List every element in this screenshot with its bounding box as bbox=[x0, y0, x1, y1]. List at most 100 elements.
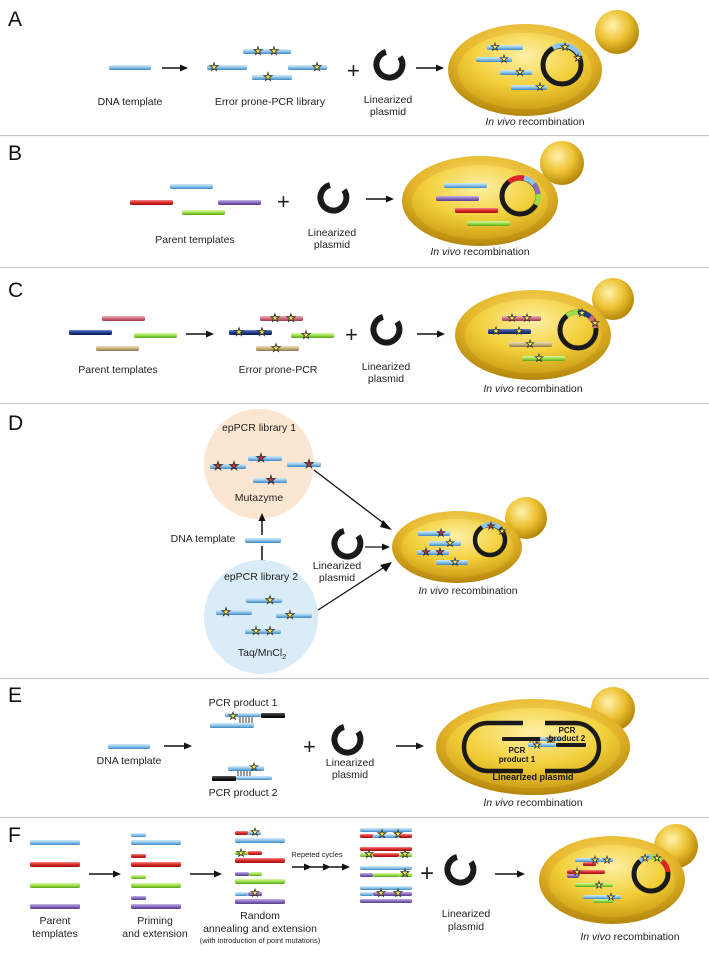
plus-sign: + bbox=[277, 189, 290, 214]
arrow-up-to-library1 bbox=[258, 513, 266, 535]
arrow-f4 bbox=[495, 870, 525, 878]
label-in-vivo-recombination-d: In vivo recombination bbox=[418, 585, 517, 597]
plus-sign: + bbox=[345, 322, 358, 347]
arrow-library2-to-yeast bbox=[317, 562, 392, 611]
label-pcr-product-1: PCR product 1 bbox=[209, 697, 278, 709]
label-random-3: (with introduction of point mutations) bbox=[200, 936, 321, 945]
label-parent-templates-b: Parent templates bbox=[155, 234, 234, 246]
label-parent-f-1: Parent bbox=[40, 915, 71, 927]
label-plasmid-2: plasmid bbox=[368, 373, 404, 385]
plus-sign: + bbox=[347, 58, 360, 83]
label-plasmid-1: Linearized bbox=[308, 227, 357, 239]
label-random-2: annealing and extension bbox=[203, 923, 317, 935]
linearized-plasmid-icon bbox=[370, 314, 403, 346]
label-error-prone-pcr-c: Error prone-PCR bbox=[239, 364, 318, 376]
label-plasmid-1: Linearized bbox=[326, 757, 375, 769]
label-eppcr-library-2: epPCR library 2 bbox=[224, 571, 298, 583]
yeast-cell-a bbox=[448, 10, 639, 116]
label-plasmid-2: plasmid bbox=[370, 106, 406, 118]
label-parent-templates-c: Parent templates bbox=[78, 364, 157, 376]
panel-a: A DNA template Error prone-PCR library +… bbox=[8, 8, 639, 128]
label-taq-mncl2: Taq/MnCl2 bbox=[238, 647, 286, 661]
label-plasmid-2: plasmid bbox=[319, 572, 355, 584]
label-plasmid-2: plasmid bbox=[314, 239, 350, 251]
label-eppcr-library-1: epPCR library 1 bbox=[222, 422, 296, 434]
yeast-cell-b bbox=[402, 141, 584, 246]
pcr-product-2 bbox=[212, 761, 272, 781]
dna-template bbox=[109, 65, 151, 70]
parent-templates-c bbox=[69, 316, 177, 351]
label-in-vivo-recombination-f: In vivo recombination bbox=[580, 931, 679, 943]
label-in-vivo-recombination-c: In vivo recombination bbox=[483, 383, 582, 395]
label-plasmid-2: plasmid bbox=[332, 769, 368, 781]
linearized-plasmid-icon bbox=[331, 528, 364, 560]
label-plasmid-2: plasmid bbox=[448, 921, 484, 933]
label-mutazyme: Mutazyme bbox=[235, 492, 284, 504]
taq-library-circle bbox=[204, 560, 318, 674]
arrow-b1 bbox=[366, 195, 394, 203]
library-2-fragments bbox=[216, 594, 312, 636]
yeast-cell-f bbox=[539, 824, 698, 924]
label-pcr-product-2: PCR product 2 bbox=[209, 787, 278, 799]
panel-label-a: A bbox=[8, 8, 22, 31]
label-inner-pcr-product-1-a: PCR bbox=[509, 746, 526, 755]
error-prone-pcr-c bbox=[229, 312, 334, 353]
error-prone-library bbox=[207, 45, 327, 82]
arrow-e2 bbox=[396, 742, 424, 750]
plus-sign: + bbox=[303, 734, 316, 759]
arrow-plasmid-to-yeast bbox=[365, 543, 390, 551]
panel-label-d: D bbox=[8, 412, 23, 435]
panel-b: B Parent templates + Linearized plasmid bbox=[8, 141, 584, 258]
panel-e: E DNA template PCR product 1 bbox=[8, 684, 635, 809]
label-plasmid-1: Linearized bbox=[313, 560, 362, 572]
label-in-vivo-recombination-b: In vivo recombination bbox=[430, 246, 529, 258]
panel-c: C Parent templates Error prone-PCR + bbox=[8, 278, 634, 395]
label-plasmid-1: Linearized bbox=[362, 361, 411, 373]
label-in-vivo-recombination-e: In vivo recombination bbox=[483, 797, 582, 809]
arrow-e1 bbox=[164, 742, 192, 750]
pcr-product-1 bbox=[210, 710, 285, 728]
priming-extension-f bbox=[131, 833, 181, 909]
label-plasmid-1: Linearized bbox=[442, 908, 491, 920]
panel-label-e: E bbox=[8, 684, 22, 707]
linearized-plasmid-icon bbox=[317, 182, 350, 214]
arrow-library1-to-yeast bbox=[313, 469, 392, 530]
label-in-vivo-recombination-a: In vivo recombination bbox=[485, 116, 584, 128]
panel-label-c: C bbox=[8, 279, 23, 302]
arrow-a2 bbox=[416, 64, 444, 72]
parent-templates-f bbox=[30, 840, 80, 909]
dna-template bbox=[245, 538, 281, 543]
label-repeted-cycles: Repeted cycles bbox=[291, 850, 343, 859]
label-inner-pcr-product-1-b: product 1 bbox=[499, 755, 536, 764]
arrow-c1 bbox=[186, 330, 214, 338]
dna-template bbox=[108, 744, 150, 749]
plus-sign: + bbox=[420, 860, 434, 887]
label-dna-template-e: DNA template bbox=[97, 755, 162, 767]
label-inner-pcr-product-2-a: PCR bbox=[559, 726, 576, 735]
label-priming-2: and extension bbox=[122, 928, 188, 940]
arrow-a1 bbox=[162, 64, 188, 72]
library-1-fragments bbox=[210, 452, 321, 485]
label-priming-1: Priming bbox=[137, 915, 173, 927]
linearized-plasmid-icon bbox=[444, 854, 477, 886]
parent-templates-b bbox=[130, 184, 261, 215]
panel-f: F Parent templates Priming and extension bbox=[8, 824, 698, 945]
arrow-f3-triple bbox=[292, 863, 350, 871]
panel-label-f: F bbox=[8, 824, 21, 847]
linearized-plasmid-icon bbox=[331, 724, 364, 756]
linearized-plasmid-icon bbox=[373, 49, 406, 81]
yeast-cell-e bbox=[436, 687, 635, 795]
label-random-1: Random bbox=[240, 910, 280, 922]
recombined-library-f bbox=[360, 828, 412, 903]
mutazyme-library-circle bbox=[204, 409, 314, 519]
panel-d: D epPCR library 1 Mutazyme DNA template … bbox=[8, 409, 547, 674]
yeast-cell-c bbox=[455, 278, 634, 380]
arrow-c2 bbox=[417, 330, 445, 338]
label-dna-template-d: DNA template bbox=[171, 533, 236, 545]
panel-label-b: B bbox=[8, 142, 22, 165]
arrow-f1 bbox=[89, 870, 121, 878]
label-inner-linearized-plasmid: Linearized plasmid bbox=[492, 772, 573, 782]
label-dna-template: DNA template bbox=[98, 96, 163, 108]
random-annealing-f bbox=[235, 826, 285, 904]
